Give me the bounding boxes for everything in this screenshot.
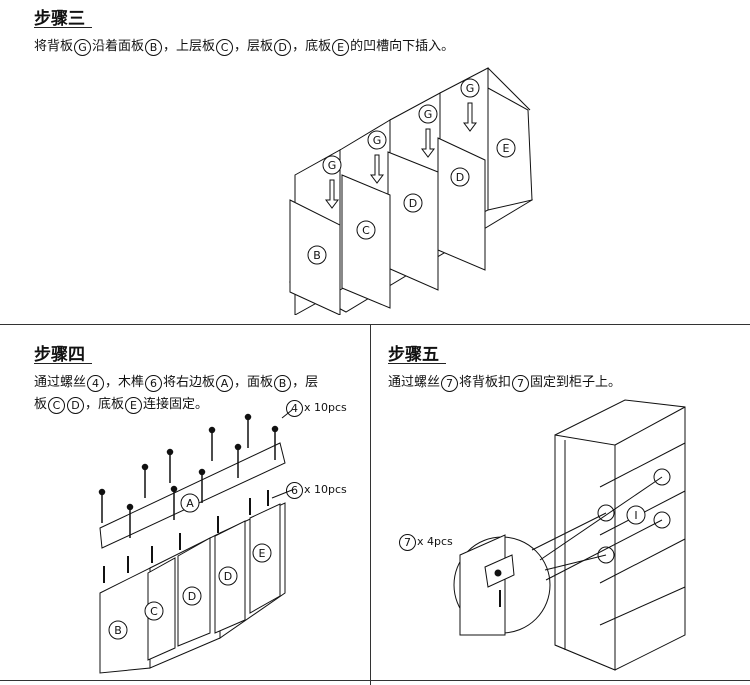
step4-diagram: A B C D D E [98, 409, 293, 674]
step4-desc-text: ，底板 [85, 397, 125, 412]
label-d: D [409, 197, 417, 210]
screw-number: 4 [286, 400, 303, 417]
step4-desc-text: 板 [34, 397, 48, 412]
step5-desc-text: 固定到柜子上。 [530, 375, 622, 390]
part-label-a: A [216, 375, 234, 392]
step5-desc-text: 将背板扣 [459, 375, 512, 390]
step5-title: 步骤五 [388, 345, 439, 365]
panel-b [99, 567, 151, 674]
panel-c [341, 174, 391, 309]
label-e: E [259, 547, 266, 560]
section-divider [0, 680, 750, 681]
label-b: B [313, 249, 321, 262]
part-label-d: D [67, 397, 85, 414]
section-divider [0, 324, 750, 325]
panel-d [437, 137, 486, 271]
label-e: E [503, 142, 510, 155]
step3-desc-text: 将背板 [34, 39, 74, 54]
bracket-number: 7 [399, 534, 416, 551]
part-label-b: B [274, 375, 292, 392]
step5-desc-text: 通过螺丝 [388, 375, 441, 390]
label-c: C [362, 224, 370, 237]
step4-desc-text: 通过螺丝 [34, 375, 87, 390]
part-label-e: E [332, 39, 350, 56]
dowel-number: 6 [286, 482, 303, 499]
step4-desc-text: ，层 [292, 375, 319, 390]
part-label-c: C [48, 397, 66, 414]
part-label-4: 4 [87, 375, 105, 392]
label-d: D [456, 171, 464, 184]
step3-desc-text: ，层板 [234, 39, 274, 54]
label-b: B [114, 624, 122, 637]
part-label-7: 7 [512, 375, 530, 392]
label-a: A [186, 497, 194, 510]
label-d: D [188, 590, 196, 603]
step4-title-underline [34, 363, 92, 364]
label-c: C [150, 605, 158, 618]
panel-d [387, 151, 439, 291]
step3-desc-text: ，底板 [292, 39, 332, 54]
bracket-quantity: x 4pcs [417, 535, 453, 548]
part-label-7: 7 [441, 375, 459, 392]
step4-desc-text: 将右边板 [163, 375, 216, 390]
label-g: G [328, 159, 337, 172]
step4-desc-text: 连接固定。 [143, 397, 209, 412]
part-label-d: D [274, 39, 292, 56]
part-label-b: B [145, 39, 163, 56]
part-label-e: E [125, 397, 143, 414]
step4-desc-text: ，木榫 [105, 375, 145, 390]
label-g: G [373, 134, 382, 147]
label-g: G [424, 108, 433, 121]
label-d: D [224, 570, 232, 583]
step3-title: 步骤三 [34, 9, 85, 29]
step3-desc-text: 的凹槽向下插入。 [350, 39, 455, 54]
label-i: I [634, 509, 637, 522]
step4-title: 步骤四 [34, 345, 85, 365]
step5-diagram: I [453, 399, 686, 671]
part-label-g: G [74, 39, 92, 56]
step4-desc-text: ，面板 [234, 375, 274, 390]
screw-quantity: x 10pcs [304, 401, 347, 414]
step5-title-underline [388, 363, 446, 364]
part-label-6: 6 [145, 375, 163, 392]
step3-desc-text: 沿着面板 [92, 39, 145, 54]
step3-desc-text: ，上层板 [163, 39, 216, 54]
section-divider-vertical [370, 325, 371, 685]
label-g: G [466, 82, 475, 95]
step3-diagram: G G G G B C D D E [288, 67, 534, 315]
dowel-quantity: x 10pcs [304, 483, 347, 496]
step3-title-underline [34, 27, 92, 28]
part-label-c: C [216, 39, 234, 56]
